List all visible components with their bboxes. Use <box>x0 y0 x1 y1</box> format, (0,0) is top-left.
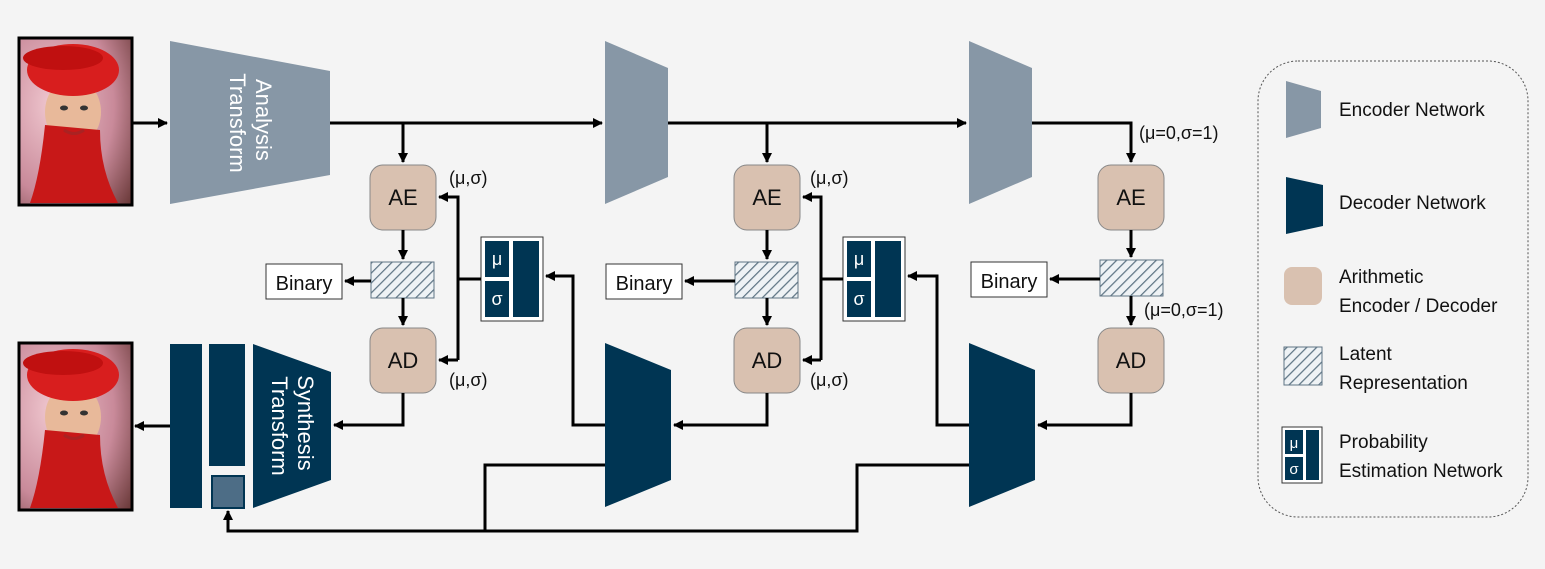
synthesis-transform-label: Synthesis Transform <box>267 375 318 477</box>
latent-representation-2 <box>734 261 799 299</box>
legend: Encoder Network Decoder Network Arithmet… <box>1257 60 1529 518</box>
svg-text:Binary: Binary <box>276 273 333 295</box>
hyper-encoder-1 <box>605 41 668 204</box>
arithmetic-encoder-1: AE <box>369 164 437 231</box>
svg-text:Binary: Binary <box>616 273 673 295</box>
svg-text:AD: AD <box>1116 348 1147 373</box>
ad3-params-label: (μ=0,σ=1) <box>1144 300 1224 320</box>
binary-output-3: Binary <box>970 261 1048 298</box>
arithmetic-coder-icon <box>1284 267 1322 305</box>
latent-representation-icon <box>1283 346 1323 386</box>
svg-text:Binary: Binary <box>981 271 1038 293</box>
latent-representation-3 <box>1099 259 1164 297</box>
analysis-transform-encoder <box>170 41 330 204</box>
svg-text:AE: AE <box>388 185 417 210</box>
svg-text:μ: μ <box>1290 435 1299 452</box>
hyper-decoder-2 <box>969 343 1035 507</box>
probability-network-icon: μ σ <box>1281 426 1323 484</box>
ae2-params-label: (μ,σ) <box>810 168 848 188</box>
synthesis-context-block <box>211 475 245 509</box>
ad2-params-label: (μ,σ) <box>810 370 848 390</box>
analysis-transform-label: Analysis Transform <box>225 73 276 172</box>
decoder-network-icon <box>1286 177 1323 234</box>
svg-text:AE: AE <box>752 185 781 210</box>
legend-probability-label: Probability Estimation Network <box>1339 432 1503 482</box>
legend-arithmetic-label: Arithmetic Encoder / Decoder <box>1339 267 1498 317</box>
ad1-params-label: (μ,σ) <box>449 370 487 390</box>
encoder-network-icon <box>1286 81 1321 138</box>
svg-text:σ: σ <box>1289 461 1299 478</box>
ae1-params-label: (μ,σ) <box>449 168 487 188</box>
ae3-params-label: (μ=0,σ=1) <box>1139 123 1219 143</box>
svg-text:μ: μ <box>492 249 502 269</box>
probability-estimation-network-1: μ σ <box>480 236 544 322</box>
svg-text:AD: AD <box>388 348 419 373</box>
svg-text:AD: AD <box>752 348 783 373</box>
svg-text:μ: μ <box>854 249 864 269</box>
reconstructed-portrait-image <box>17 341 134 512</box>
svg-text:σ: σ <box>491 289 502 309</box>
connection-lines <box>132 118 1136 533</box>
arithmetic-encoder-2: AE <box>733 164 801 231</box>
binary-output-2: Binary <box>605 263 683 300</box>
synthesis-transform-decoder <box>253 344 331 508</box>
synthesis-block-1 <box>170 344 202 508</box>
legend-encoder-label: Encoder Network <box>1339 100 1485 121</box>
arithmetic-decoder-3: AD <box>1097 327 1165 394</box>
binary-output-1: Binary <box>265 263 343 300</box>
legend-decoder-label: Decoder Network <box>1339 193 1486 214</box>
probability-estimation-network-2: μ σ <box>842 236 906 322</box>
hyper-decoder-1 <box>605 343 671 507</box>
arithmetic-decoder-2: AD <box>733 327 801 394</box>
synthesis-block-2 <box>209 344 245 466</box>
svg-text:σ: σ <box>853 289 864 309</box>
svg-text:AE: AE <box>1116 185 1145 210</box>
legend-latent-label: Latent Representation <box>1339 344 1468 394</box>
latent-representation-1 <box>370 261 435 299</box>
arithmetic-encoder-3: AE <box>1097 164 1165 231</box>
input-portrait-image <box>17 36 134 207</box>
arithmetic-decoder-1: AD <box>369 327 437 394</box>
hyper-encoder-2 <box>969 41 1032 204</box>
